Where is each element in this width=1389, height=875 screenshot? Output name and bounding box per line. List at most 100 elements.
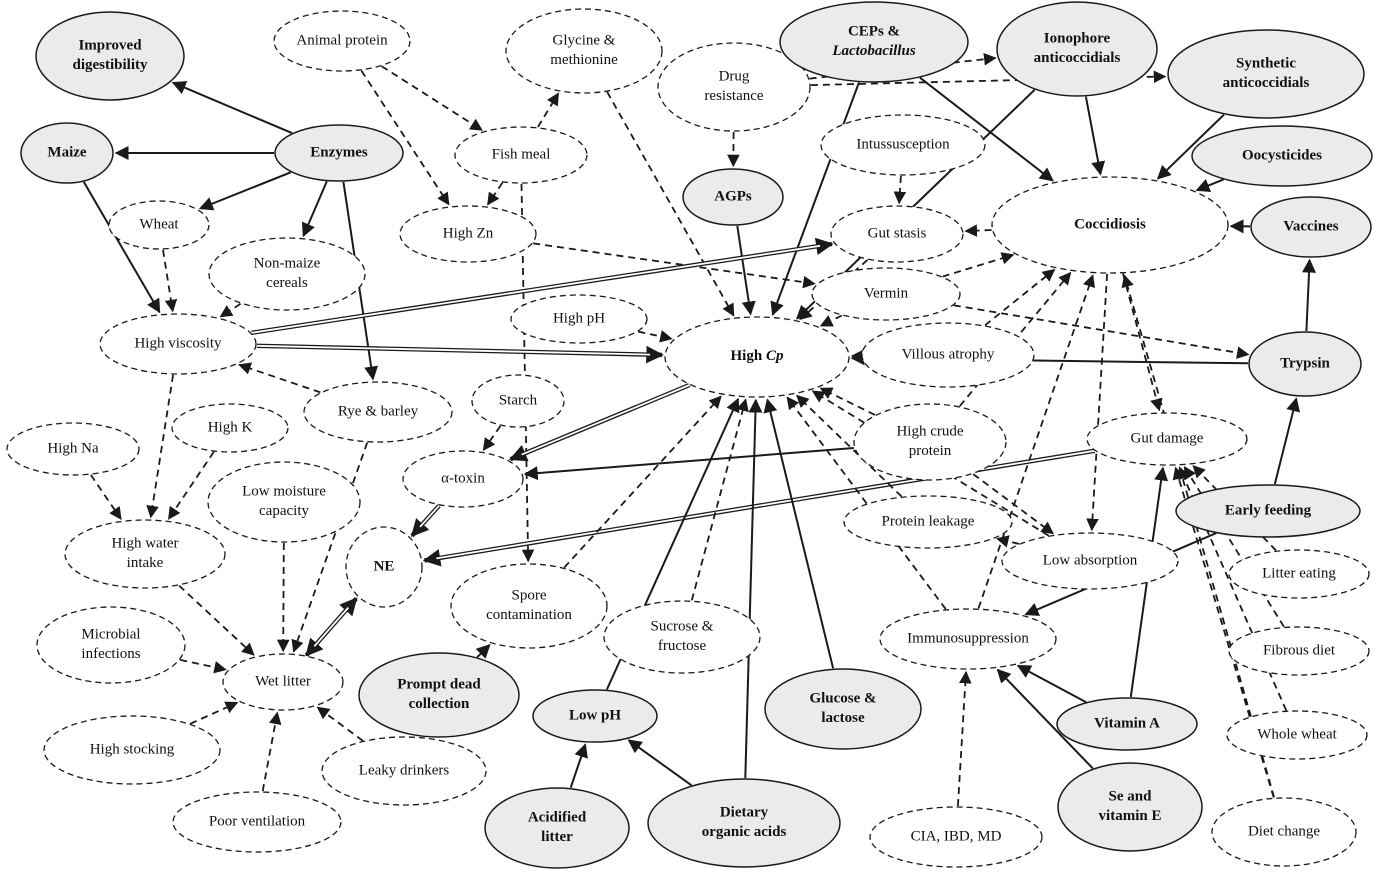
node-high-crude-protein: High crude protein [854,404,1006,480]
node-vaccines-label: Vaccines [1283,218,1338,234]
node-dietary-organic-acids: Dietary organic acids [648,779,840,867]
edge-dietary-organic-acids-to-low-ph [629,740,692,785]
node-ceps-label: Lactobacillus [831,43,915,59]
node-gut-stasis-label: Gut stasis [868,225,927,241]
node-spore-contamination-label: contamination [486,607,572,623]
node-high-crude-protein-label: High crude [896,424,963,440]
node-glycine-shape [506,9,662,93]
edge-high-na-to-high-water [91,475,121,519]
node-se-vit-e-label: Se and [1109,789,1153,805]
edge-low-absorption-to-protein-leakage [997,539,1019,544]
node-ne-label: NE [374,558,395,574]
node-high-crude-protein-shape [854,404,1006,480]
node-non-maize-shape [209,238,365,310]
edge-ionophore-to-coccidiosis [1086,97,1101,175]
node-glucose-shape [765,669,921,749]
node-animal-protein-label: Animal protein [296,32,388,48]
edge-oocysticides-to-coccidiosis [1197,179,1224,190]
node-vitamin-a-label: Vitamin A [1094,715,1160,731]
node-high-crude-protein-label: protein [909,443,952,459]
node-whole-wheat: Whole wheat [1227,711,1367,759]
node-prompt-dead-label: collection [409,696,470,712]
node-coccidiosis-label: Coccidiosis [1074,216,1146,232]
edge-high-stocking-to-wet-litter [190,703,237,724]
node-ceps: CEPs &Lactobacillus [780,2,968,82]
edge-trypsin-to-vaccines [1306,260,1309,331]
node-improved-digestibility-label: Improved [78,38,142,54]
edge-fish-meal-to-high-zn [488,183,503,205]
edge-wet-litter-to-ne-inner [314,608,348,647]
edge-enzymes-to-non-maize [303,181,326,236]
node-poor-ventilation: Poor ventilation [173,792,341,852]
node-high-zn-label: High Zn [443,225,494,241]
node-se-vit-e-label: vitamin E [1099,808,1162,824]
edge-animal-protein-to-fish-meal [382,66,482,130]
edge-alpha-toxin-to-ne-inner [420,506,439,527]
node-high-water-label: intake [127,555,164,571]
node-glucose-label: Glucose & [809,691,876,707]
node-low-ph: Low pH [533,690,657,742]
node-wheat-label: Wheat [139,216,179,232]
node-high-zn: High Zn [400,206,536,262]
node-wheat: Wheat [109,201,209,249]
node-se-vit-e: Se and vitamin E [1058,763,1202,851]
node-villous-atrophy: Villous atrophy [862,323,1034,387]
node-vitamin-a: Vitamin A [1057,698,1197,750]
node-fibrous-diet: Fibrous diet [1229,627,1369,675]
node-wet-litter: Wet litter [223,654,343,710]
node-vermin: Vermin [812,268,960,320]
node-low-moisture-shape [208,462,360,542]
node-fish-meal-label: Fish meal [492,146,551,162]
node-high-na: High Na [7,423,139,475]
node-high-water-label: High water [111,536,178,552]
node-spore-contamination-shape [451,564,607,648]
node-prompt-dead-label: Prompt dead [397,677,481,693]
edge-high-water-to-wet-litter [179,586,254,655]
node-high-stocking-label: High stocking [90,741,175,757]
node-trypsin: Trypsin [1249,332,1361,396]
node-cia: CIA, IBD, MD [870,807,1042,867]
edge-coccidiosis-to-gut-damage [1123,274,1159,411]
node-dietary-organic-acids-label: organic acids [702,824,787,840]
node-non-maize-label: cereals [266,275,308,291]
node-fibrous-diet-label: Fibrous diet [1263,642,1336,658]
edge-glucose-to-high-cp [767,400,833,669]
edge-low-moisture-to-wet-litter [283,543,284,651]
node-low-absorption: Low absorption [1002,533,1178,589]
edge-high-crude-protein-to-alpha-toxin [525,448,854,474]
edge-prompt-dead-to-spore-contamination [477,645,489,657]
node-protein-leakage: Protein leakage [844,496,1012,548]
edge-alpha-toxin-to-ne [412,506,439,536]
node-ne: NE [346,527,422,607]
node-sucrose-label: fructose [658,638,707,654]
edge-starch-to-alpha-toxin [484,426,501,450]
node-enzymes: Enzymes [275,125,403,181]
edge-high-viscosity-to-high-water [151,375,173,517]
node-synthetic-label: anticoccidials [1223,75,1310,91]
node-intussusception-label: Intussusception [856,136,950,152]
node-high-water-shape [65,520,225,588]
edge-high-viscosity-to-high-cp [257,346,662,355]
edge-high-k-to-high-water [169,452,214,519]
node-villous-atrophy-label: Villous atrophy [902,346,995,362]
node-oocysticides: Oocysticides [1192,126,1372,186]
node-coccidiosis: Coccidiosis [992,177,1228,273]
edge-leaky-drinkers-to-wet-litter [318,707,363,740]
node-high-ph-label: High pH [553,310,605,326]
node-litter-eating: Litter eating [1229,550,1369,598]
node-leaky-drinkers-label: Leaky drinkers [359,762,450,778]
node-sucrose-label: Sucrose & [651,619,714,635]
edge-sucrose-to-high-cp [692,400,746,601]
node-maize: Maize [21,123,113,183]
node-dietary-organic-acids-label: Dietary [720,805,769,821]
edge-coccidiosis-to-gut-stasis [966,230,992,231]
node-synthetic-shape [1168,30,1364,118]
node-agps-label: AGPs [714,188,752,204]
node-high-cp-label: High Cp [731,348,784,364]
